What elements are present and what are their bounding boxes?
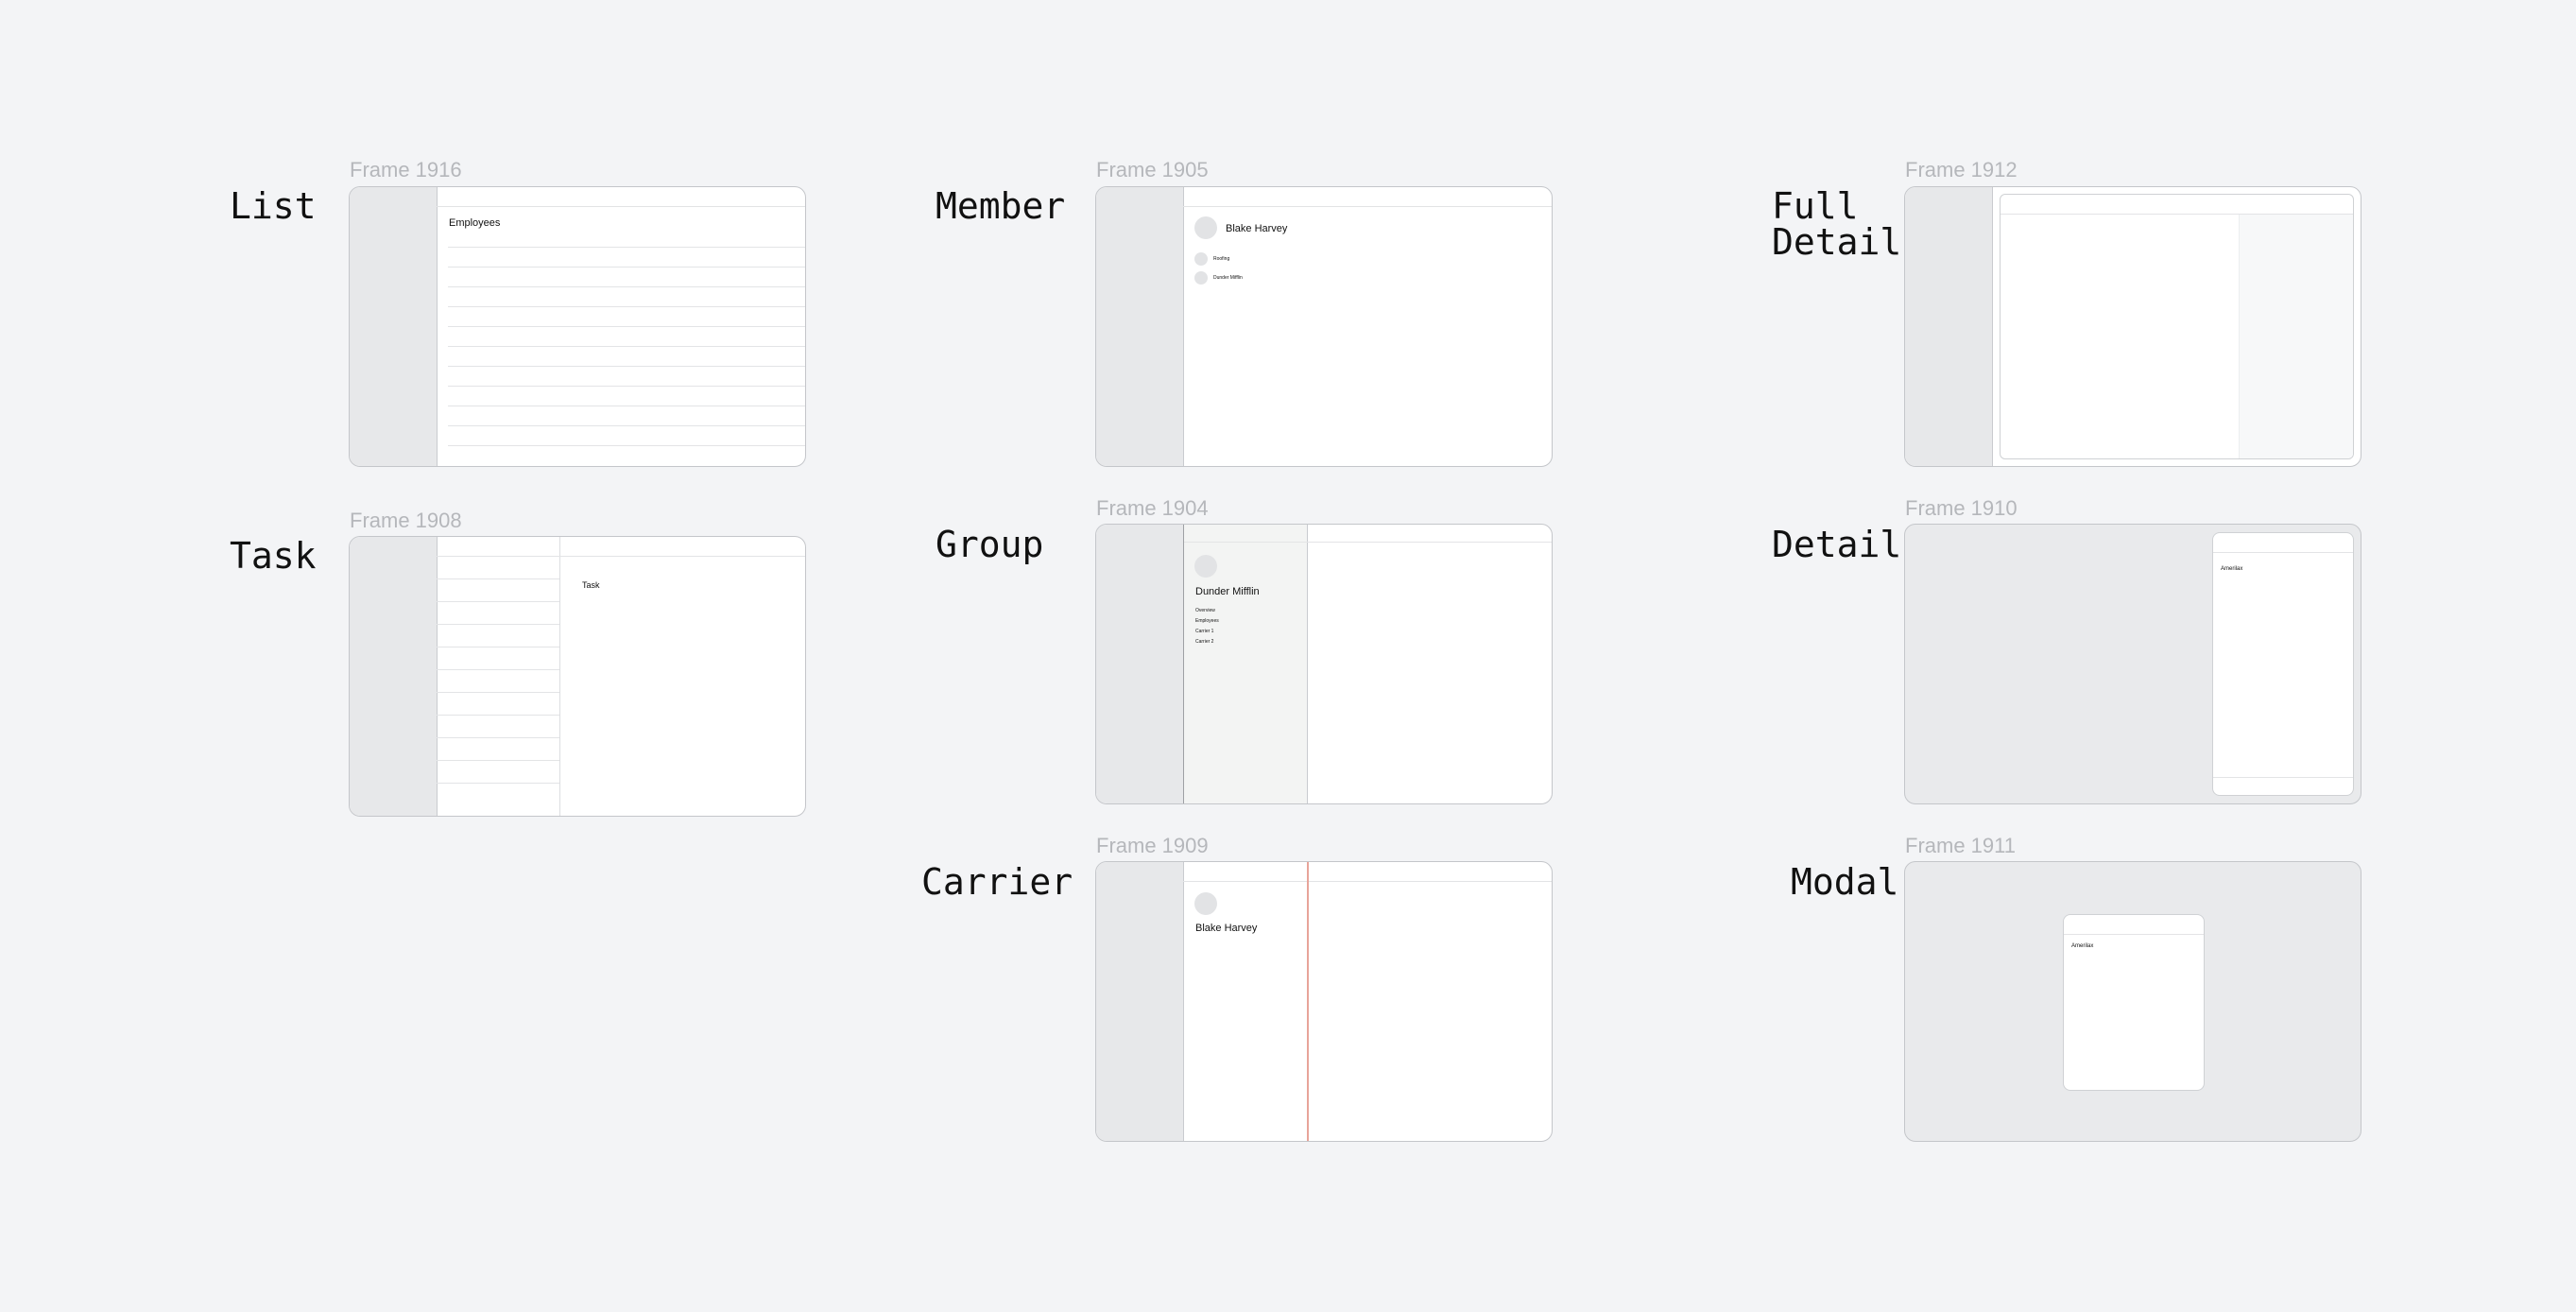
group-name: Dunder Mifflin [1195,586,1260,597]
frame-member[interactable]: Blake Harvey Roofing Dunder Mifflin [1095,186,1553,467]
column-divider [559,537,560,816]
group-nav-item[interactable]: Carrier 2 [1195,639,1214,645]
task-row-divider [437,624,559,625]
panel-header-divider [2001,214,2353,215]
top-bar [1183,862,1552,882]
task-row-divider [437,578,559,579]
carrier-name: Blake Harvey [1195,923,1258,934]
frame-title-list[interactable]: Frame 1916 [350,158,462,181]
sidebar [1905,187,1993,466]
sheet-heading: Amerilax [2221,566,2243,572]
list-row-divider [448,306,805,307]
task-row-divider [437,715,559,716]
group-avatar [1194,555,1217,578]
label-group: Group [936,524,1044,565]
member-group-item[interactable]: Dunder Mifflin [1213,275,1243,281]
label-detail: Detail [1772,524,1902,565]
frame-detail[interactable]: Amerilax [1904,524,2361,804]
list-row-divider [448,425,805,426]
frame-title-detail[interactable]: Frame 1910 [1905,496,2018,520]
list-row-divider [448,326,805,327]
group-nav-item[interactable]: Employees [1195,618,1219,624]
frame-full-detail[interactable] [1904,186,2361,467]
task-row-divider [437,669,559,670]
frame-title-member[interactable]: Frame 1905 [1096,158,1209,181]
member-name: Blake Harvey [1226,223,1288,234]
modal-heading: Amerilax [2071,943,2094,949]
top-bar [1183,187,1552,207]
sidebar [350,187,438,466]
label-member: Member [936,185,1066,227]
frame-carrier[interactable]: Blake Harvey [1095,861,1553,1142]
list-row-divider [448,267,805,268]
group-nav-item[interactable]: Overview [1195,608,1215,613]
frame-list[interactable]: Employees [349,186,806,467]
task-row-divider [437,760,559,761]
detail-sheet: Amerilax [2212,532,2354,796]
top-bar-divider [1184,542,1552,543]
frame-group[interactable]: Dunder Mifflin Overview Employees Carrie… [1095,524,1553,804]
sidebar [1096,862,1184,1141]
task-row-divider [437,783,559,784]
list-row-divider [448,346,805,347]
sheet-header-divider [2213,552,2353,553]
avatar [1194,216,1217,239]
sheet-footer-divider [2213,777,2353,778]
label-modal: Modal [1791,861,1899,903]
list-row-divider [448,286,805,287]
list-row-divider [448,386,805,387]
frame-task[interactable]: Task [349,536,806,817]
frame-modal[interactable]: Amerilax [1904,861,2361,1142]
label-full-detail: Full Detail [1772,185,1902,263]
sidebar [350,537,438,816]
task-heading: Task [582,580,600,590]
frame-title-group[interactable]: Frame 1904 [1096,496,1209,520]
list-row-divider [448,247,805,248]
sidebar [1096,525,1184,803]
group-nav-item[interactable]: Carrier 1 [1195,629,1214,634]
task-row-divider [437,737,559,738]
detail-panel [2000,194,2354,459]
resize-handle[interactable] [1307,862,1309,1141]
sidebar [1096,187,1184,466]
list-row-divider [448,445,805,446]
frame-title-carrier[interactable]: Frame 1909 [1096,834,1209,857]
task-row-divider [437,601,559,602]
frame-title-full-detail[interactable]: Frame 1912 [1905,158,2018,181]
top-bar [437,187,805,207]
member-group-item[interactable]: Roofing [1213,256,1230,262]
frame-title-task[interactable]: Frame 1908 [350,509,462,532]
detail-sidebar-pane [2239,215,2353,458]
label-list: List [230,185,317,227]
group-avatar [1194,271,1208,285]
avatar [1194,892,1217,915]
frame-title-modal[interactable]: Frame 1911 [1905,834,2016,857]
task-row-divider [437,692,559,693]
group-avatar [1194,252,1208,266]
list-row-divider [448,366,805,367]
top-bar-divider [437,556,805,557]
label-carrier: Carrier [921,861,1073,903]
list-heading: Employees [449,217,501,229]
modal-dialog: Amerilax [2063,914,2205,1091]
modal-header-divider [2064,934,2204,935]
label-task: Task [230,535,317,577]
